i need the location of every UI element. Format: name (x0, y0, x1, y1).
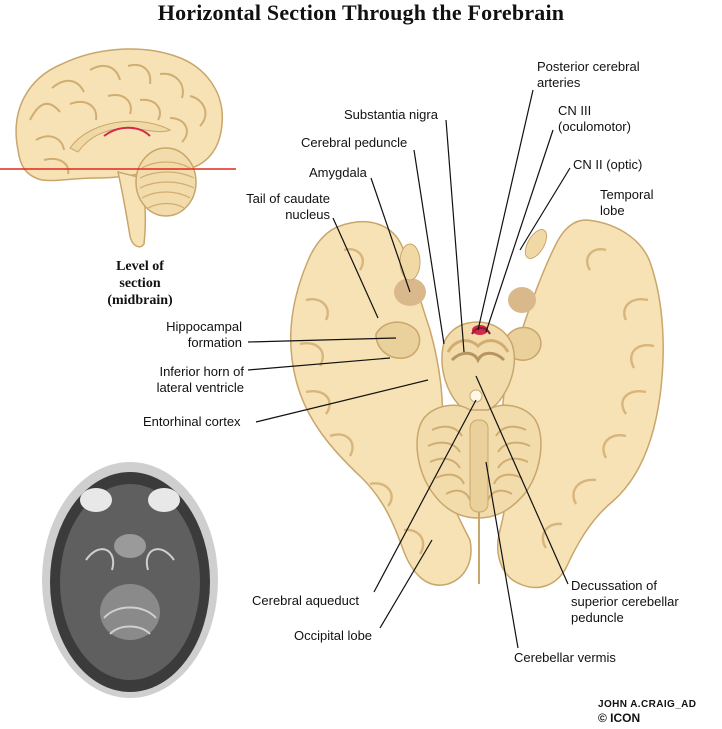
leader-entorhinal-cortex (255, 379, 429, 423)
label-cn-ii: CN II (optic) (573, 157, 643, 172)
corpus-callosum (69, 120, 172, 153)
label-temporal-lobe: Temporal lobe (600, 187, 654, 218)
leader-inferior-horn (247, 357, 391, 371)
right-amygdala (508, 287, 536, 313)
leader-hippocampal-formation (247, 337, 397, 343)
leader-posterior-cerebral-arteries (477, 89, 534, 331)
leader-tail-caudate (332, 217, 379, 319)
leader-cn-ii (519, 167, 571, 251)
cerebellar-folia-section (427, 425, 531, 501)
cn-ii-optic (524, 229, 548, 259)
cerebral-aqueduct (469, 389, 483, 403)
label-occipital-lobe: Occipital lobe (294, 628, 373, 643)
right-hemisphere (497, 219, 664, 589)
label-amygdala: Amygdala (309, 165, 367, 180)
left-optic-region (399, 243, 421, 281)
artist-signature: JOHN A.CRAIG_AD (598, 699, 697, 710)
cortical-folds (299, 248, 655, 555)
label-decussation: Decussation of superior cerebellar pedun… (571, 578, 679, 625)
leader-occipital-lobe (379, 539, 433, 629)
level-of-section-caption: Level of section (midbrain) (107, 259, 173, 308)
leader-lines (247, 89, 571, 649)
midsagittal-brain-illustration (0, 48, 236, 248)
cerebellar-vermis (469, 419, 489, 513)
page-title: Horizontal Section Through the Forebrain (157, 0, 565, 25)
left-hippocampus (375, 321, 421, 359)
label-cerebellar-vermis: Cerebellar vermis (514, 650, 616, 665)
cn-iii-nerve (471, 327, 491, 335)
leader-cn-iii (485, 129, 554, 333)
label-substantia-nigra: Substantia nigra (344, 107, 438, 122)
gyri-lines (29, 64, 207, 175)
cerebrum-outline (15, 48, 223, 182)
label-posterior-cerebral-arteries: Posterior cerebral arteries (537, 59, 640, 90)
cerebellar-folia (139, 161, 195, 209)
leader-substantia-nigra (445, 119, 465, 353)
label-entorhinal-cortex: Entorhinal cortex (143, 414, 241, 429)
leader-cerebral-peduncle (413, 149, 445, 345)
substantia-nigra (450, 351, 506, 364)
leader-decussation (475, 375, 569, 585)
label-cerebral-peduncle: Cerebral peduncle (301, 135, 408, 150)
label-hippocampal-formation: Hippocampal formation (166, 319, 242, 350)
midbrain-vessel (103, 126, 151, 137)
copyright-mark: © ICON (598, 711, 641, 725)
label-inferior-horn: Inferior horn of lateral ventricle (156, 364, 244, 395)
label-cerebral-aqueduct: Cerebral aqueduct (252, 593, 359, 608)
label-cn-iii: CN III (oculomotor) (558, 103, 631, 134)
mri-scan-image (42, 462, 218, 698)
leader-cerebral-aqueduct (373, 399, 477, 593)
midbrain (441, 321, 516, 413)
cerebral-peduncles (446, 339, 510, 353)
leader-amygdala (370, 177, 411, 293)
left-hemisphere (289, 221, 472, 586)
label-tail-caudate: Tail of caudate nucleus (246, 191, 330, 222)
horizontal-section-illustration (289, 219, 664, 589)
leader-cerebellar-vermis (485, 461, 519, 649)
